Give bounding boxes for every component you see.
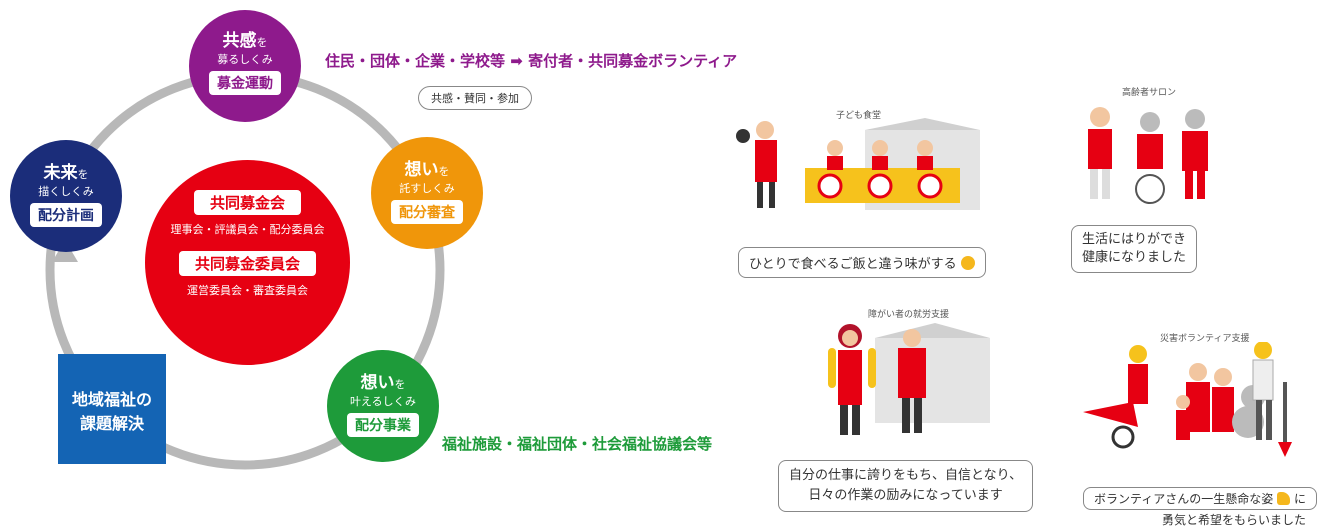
node-thoughts-entrust: 想いを 託すしくみ 配分審査 xyxy=(371,137,483,249)
center-desc-1: 理事会・評議員会・配分委員会 xyxy=(170,223,325,236)
node-entrust-sub: 託すしくみ xyxy=(399,182,455,195)
donors-from: 住民・団体・企業・学校等 xyxy=(325,52,506,70)
bubble-kids-text: ひとりで食べるご飯と違う味がする xyxy=(749,257,957,272)
bubble-disaster-line1-box: ボランティアさんの一生懸命な姿 に xyxy=(1083,487,1317,510)
center-label-2: 共同募金委員会 xyxy=(178,251,316,276)
donors-line: 住民・団体・企業・学校等 ➡ 寄付者・共同募金ボランティア xyxy=(325,50,737,71)
illustration-elderly-salon xyxy=(1088,107,1208,204)
node-entrust-pill: 配分審査 xyxy=(391,200,463,224)
bubble-disaster-line2: 勇気と希望をもらいました xyxy=(1158,510,1311,529)
node-fulfill-particle: を xyxy=(394,378,406,391)
node-empathy-sub: 募るしくみ xyxy=(217,53,273,66)
bubble-elderly-line1: 生活にはりができ xyxy=(1082,232,1187,247)
center-content: 共同募金会 理事会・評議員会・配分委員会 共同募金委員会 運営委員会・審査委員会 xyxy=(145,190,350,298)
bubble-work-line1: 自分の仕事に誇りをもち、自信となり、 xyxy=(789,468,1023,483)
node-fulfill-pill: 配分事業 xyxy=(347,413,419,437)
recipients-line: 福祉施設・福祉団体・社会福祉協議会等 xyxy=(442,435,713,453)
node-future-pill: 配分計画 xyxy=(30,203,102,227)
caption-disaster: 災害ボランティア支援 xyxy=(1160,334,1250,344)
node-future-title: 未来 xyxy=(43,163,78,183)
flexed-arm-icon xyxy=(1277,492,1291,505)
smile-emoji-icon xyxy=(960,256,975,270)
node-empathy-particle: を xyxy=(256,36,268,49)
caption-kids: 子ども食堂 xyxy=(836,111,882,121)
node-thoughts-fulfill: 想いを 叶えるしくみ 配分事業 xyxy=(327,350,439,462)
donors-arrow: ➡ xyxy=(510,52,523,70)
node-entrust-particle: を xyxy=(438,165,450,178)
donors-to: 寄付者・共同募金ボランティア xyxy=(528,52,738,70)
node-fulfill-title: 想い xyxy=(360,373,395,393)
local-welfare-box: 地域福祉の 課題解決 xyxy=(58,354,166,464)
node-future-particle: を xyxy=(77,168,89,181)
caption-work: 障がい者の就労支援 xyxy=(868,310,950,320)
node-entrust-title: 想い xyxy=(404,160,439,180)
bubble-disaster-line1: ボランティアさんの一生懸命な姿 xyxy=(1094,492,1274,506)
node-future: 未来を 描くしくみ 配分計画 xyxy=(10,140,122,252)
bubble-elderly: 生活にはりができ 健康になりました xyxy=(1071,225,1198,273)
bubble-disaster-particle: に xyxy=(1293,492,1306,506)
node-future-sub: 描くしくみ xyxy=(38,185,94,198)
node-empathy-title: 共感 xyxy=(222,31,257,51)
illustration-disaster-volunteer xyxy=(1083,342,1292,457)
center-desc-2: 運営委員会・審査委員会 xyxy=(187,284,308,297)
bubble-elderly-line2: 健康になりました xyxy=(1082,250,1187,265)
local-welfare-line1: 地域福祉の xyxy=(71,390,152,409)
illustration-work-support xyxy=(828,323,990,435)
bubble-kids: ひとりで食べるご飯と違う味がする xyxy=(738,247,986,278)
bubble-work-line2: 日々の作業の励みになっています xyxy=(808,488,1003,503)
node-empathy-pill: 募金運動 xyxy=(209,71,281,95)
node-fulfill-sub: 叶えるしくみ xyxy=(349,395,417,408)
bubble-work: 自分の仕事に誇りをもち、自信となり、 日々の作業の励みになっています xyxy=(778,460,1034,512)
illustration-kids-cafeteria xyxy=(736,118,980,210)
caption-elderly: 高齢者サロン xyxy=(1122,88,1177,98)
local-welfare-line2: 課題解決 xyxy=(79,414,144,433)
speech-empathy: 共感・賛同・参加 xyxy=(418,86,532,110)
node-empathy: 共感を 募るしくみ 募金運動 xyxy=(189,10,301,122)
center-label-1: 共同募金会 xyxy=(193,190,301,215)
